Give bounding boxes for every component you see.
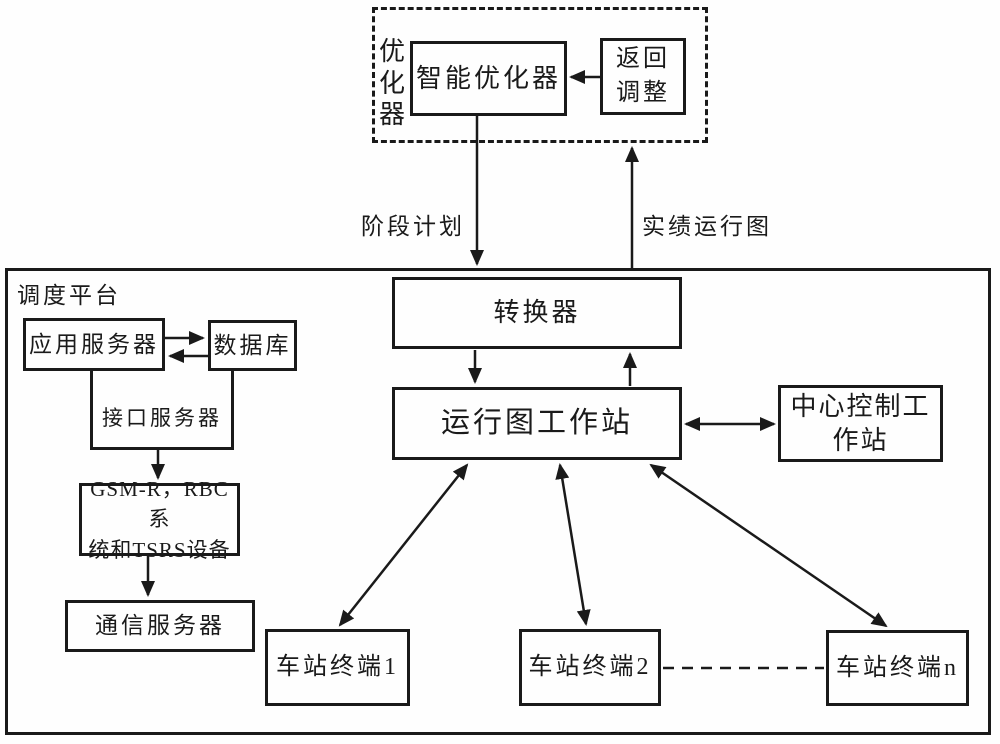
- diagram-workstation-box: 运行图工作站: [392, 387, 682, 460]
- interface-server-box: 接口服务器: [90, 371, 234, 450]
- converter-box: 转换器: [392, 277, 682, 349]
- intelligent-optimizer-box: 智能优化器: [410, 41, 567, 116]
- dispatch-platform-box: [5, 268, 991, 735]
- arrow-workstation-terminal2: [555, 463, 591, 626]
- arrow-workstation-terminal1: [338, 463, 469, 627]
- gsm-rbc-tsrs-box: GSM-R，RBC系 统和TSRS设备: [79, 477, 240, 562]
- dispatch-platform-label: 调度平台: [17, 283, 121, 308]
- station-terminal-2-box: 车站终端2: [519, 629, 661, 706]
- actual-diagram-label: 实绩运行图: [642, 214, 772, 239]
- station-terminal-n-box: 车站终端n: [826, 630, 969, 706]
- central-control-workstation-box: 中心控制工 作站: [778, 385, 943, 462]
- optimizer-group-box: [372, 7, 708, 143]
- app-server-box: 应用服务器: [23, 318, 165, 371]
- database-box: 数据库: [208, 320, 297, 371]
- station-terminal-1-box: 车站终端1: [265, 629, 410, 706]
- feedback-adjust-box: 返回 调整: [600, 38, 686, 115]
- stage-plan-label: 阶段计划: [361, 214, 465, 239]
- arrow-workstation-terminaln: [649, 463, 888, 628]
- optimizer-group-label: 优 化 器: [378, 37, 405, 130]
- comm-server-box: 通信服务器: [65, 600, 255, 652]
